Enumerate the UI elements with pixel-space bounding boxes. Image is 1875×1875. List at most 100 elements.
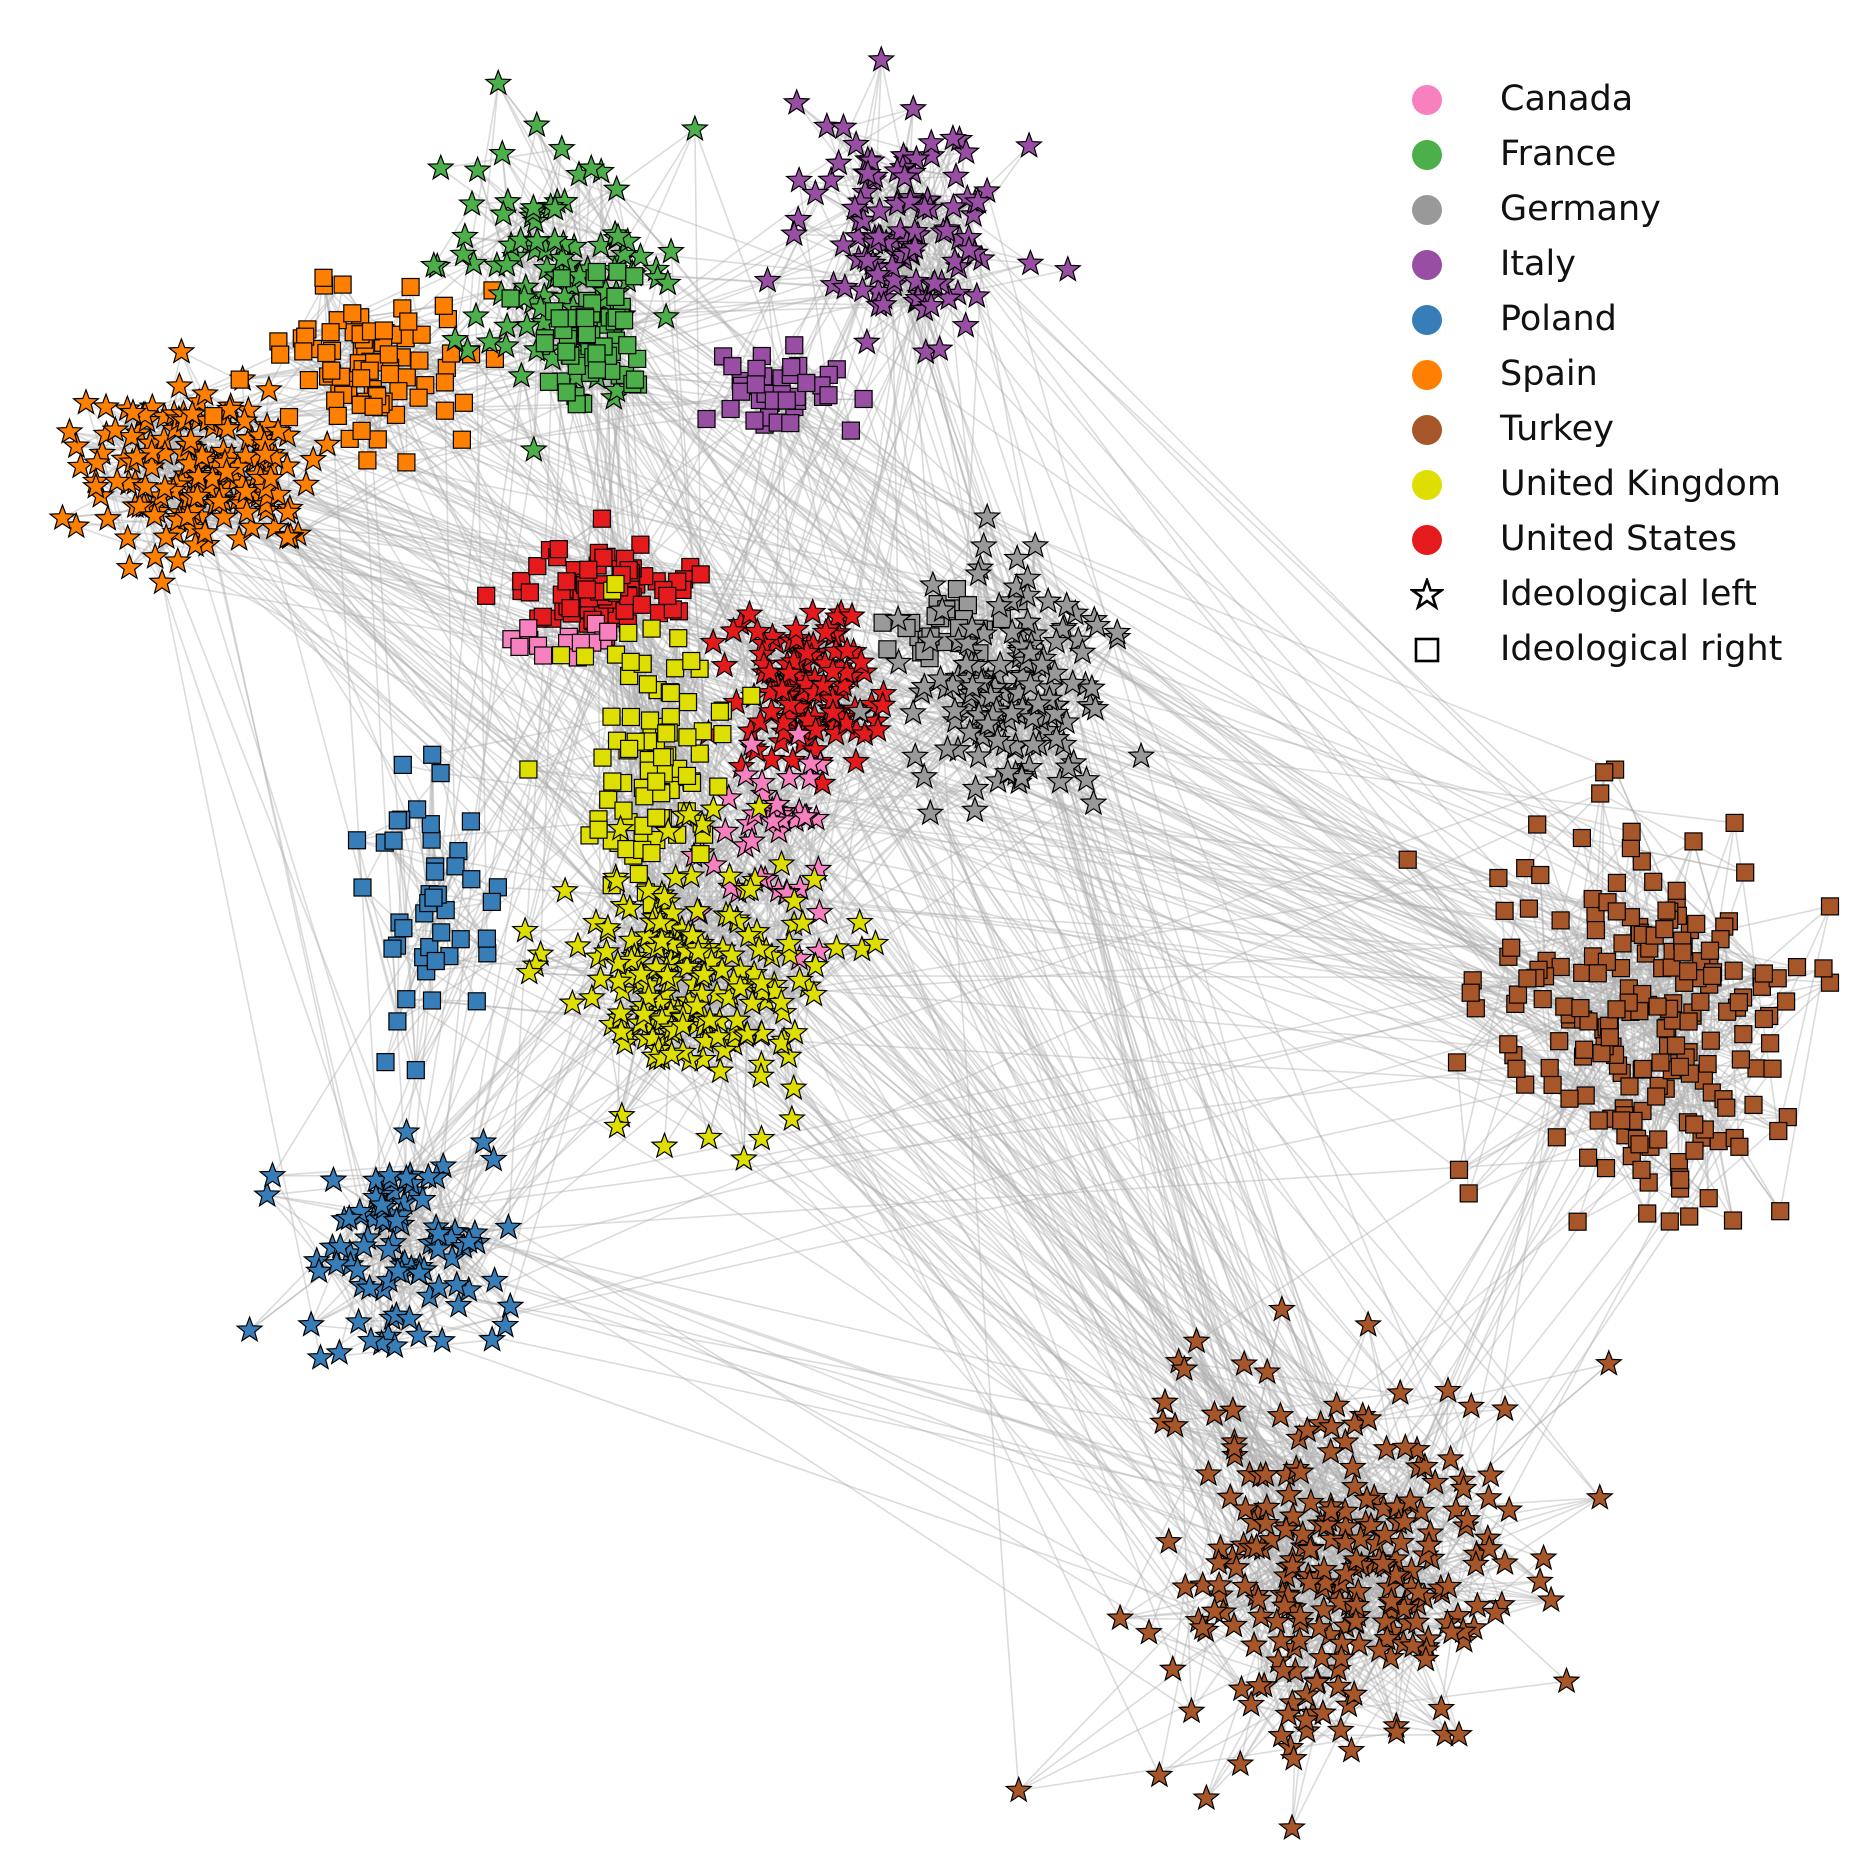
edge [1341,1657,1442,1710]
square-node [435,373,454,392]
edge [436,771,1605,1179]
edge [579,305,932,316]
edge [96,462,167,538]
star-node [205,486,234,514]
edge [388,1280,493,1341]
edge [653,1055,1477,1556]
edge [438,1155,1632,1235]
square-node [294,342,313,361]
star-node [103,466,132,494]
edge [1507,966,1673,1046]
edge [497,83,616,235]
edge [528,972,1220,1564]
edge [793,233,1449,1624]
edge [245,455,667,1039]
star-node [118,398,148,425]
edge [101,453,131,568]
edge [628,782,693,823]
edge [1458,824,1538,1170]
edge [326,444,684,1017]
edge [211,458,1629,1004]
edge [422,1198,1397,1727]
edge [392,840,424,958]
square-node [364,397,383,416]
edge [456,1226,509,1286]
edge [1681,939,1762,979]
star-node [122,442,151,470]
star-node [577,153,606,181]
edge [872,179,1330,1521]
edge [1560,840,1694,922]
edge [818,294,922,913]
edge [359,1211,1215,1416]
edge [466,263,475,351]
edge [617,842,1243,1690]
edge [1016,586,1779,980]
star-node [492,250,521,277]
star-node [449,239,478,267]
edge [1358,1644,1398,1727]
edge [980,682,1449,1392]
edge [160,495,688,969]
star-node [493,311,522,339]
star-node [426,153,455,181]
square-node [380,365,399,384]
edge [1597,772,1605,1121]
edge [1312,1680,1567,1715]
edge [1243,1363,1497,1614]
edge [333,1179,496,1282]
edge [596,377,602,980]
edge [510,125,538,246]
edge [204,393,1608,963]
edge [708,983,748,1138]
star-node [273,497,302,525]
edge [1779,968,1825,1212]
edge [1717,1140,1734,1221]
star-node [273,522,302,550]
edge [1015,691,1392,1659]
star-node [48,503,77,531]
star-node [652,302,681,329]
edge [305,483,1449,1624]
edge [213,415,607,558]
star-node [62,431,91,459]
edge [925,298,950,353]
edge [926,138,954,300]
star-node [137,437,166,465]
edge [1018,1525,1372,1792]
star-node [251,439,280,467]
edge [1777,906,1831,1132]
edge [501,153,634,276]
square-node [374,321,393,340]
star-node [184,462,213,489]
edge [1266,1371,1398,1727]
edge [584,609,1477,1566]
star-node [450,221,479,249]
edge [505,345,577,379]
edge [520,239,1546,977]
edge [338,383,1375,1567]
edge [389,1039,1711,1216]
edge [387,792,1601,1338]
edge [533,449,788,894]
star-node [292,469,321,497]
edge [218,500,1541,1583]
star-node [461,301,491,329]
edge [533,349,538,451]
edge [444,410,457,867]
edge [476,170,688,812]
edge [439,645,539,774]
star-node [83,448,112,475]
edge [1367,1052,1603,1420]
edge [670,251,723,971]
edge [611,351,1294,1517]
edge [1440,1041,1560,1589]
star-node [215,394,244,422]
edge [528,627,1643,995]
edge [1576,1118,1613,1222]
square-node [317,343,336,363]
edge [361,1222,387,1287]
edge [743,998,1543,1160]
edge [174,531,1475,1629]
edge [251,526,965,620]
